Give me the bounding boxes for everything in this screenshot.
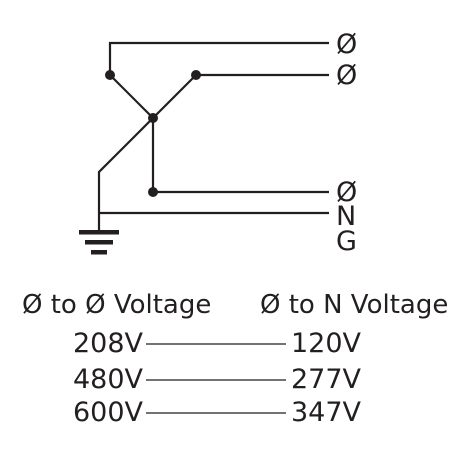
voltage-row: 208V 120V — [73, 328, 362, 359]
voltage-row: 600V 347V — [73, 397, 362, 428]
terminal-label-phase-b: Ø — [336, 60, 357, 91]
phase-to-phase-value: 600V — [73, 397, 144, 428]
wye-arm-b — [152, 74, 197, 119]
terminal-label-neutral: N — [336, 201, 356, 232]
terminal-label-phase-a: Ø — [336, 29, 357, 60]
voltage-row: 480V 277V — [73, 364, 362, 395]
phase-to-neutral-value: 120V — [291, 328, 362, 359]
header-phase-to-phase: Ø to Ø Voltage — [22, 290, 211, 320]
phase-to-phase-value: 208V — [73, 328, 144, 359]
phase-to-neutral-value: 347V — [291, 397, 362, 428]
ground-icon — [79, 230, 119, 255]
neutral-wire — [97, 117, 154, 230]
voltage-table: 208V 120V 480V 277V 600V 347V — [73, 328, 362, 428]
wye-arm-a — [109, 74, 154, 119]
terminal-label-phase-c: Ø — [336, 177, 357, 208]
phase-a-wire — [108, 41, 329, 75]
junction-dot-center — [148, 113, 158, 123]
junction-dot-a — [105, 70, 115, 80]
junction-dot-c — [148, 187, 158, 197]
phase-to-phase-value: 480V — [73, 364, 144, 395]
junction-dot-b — [191, 70, 201, 80]
terminal-label-ground: G — [336, 226, 357, 257]
phase-to-neutral-value: 277V — [291, 364, 362, 395]
header-phase-to-neutral: Ø to N Voltage — [260, 290, 448, 320]
phase-c-wire — [151, 118, 329, 194]
